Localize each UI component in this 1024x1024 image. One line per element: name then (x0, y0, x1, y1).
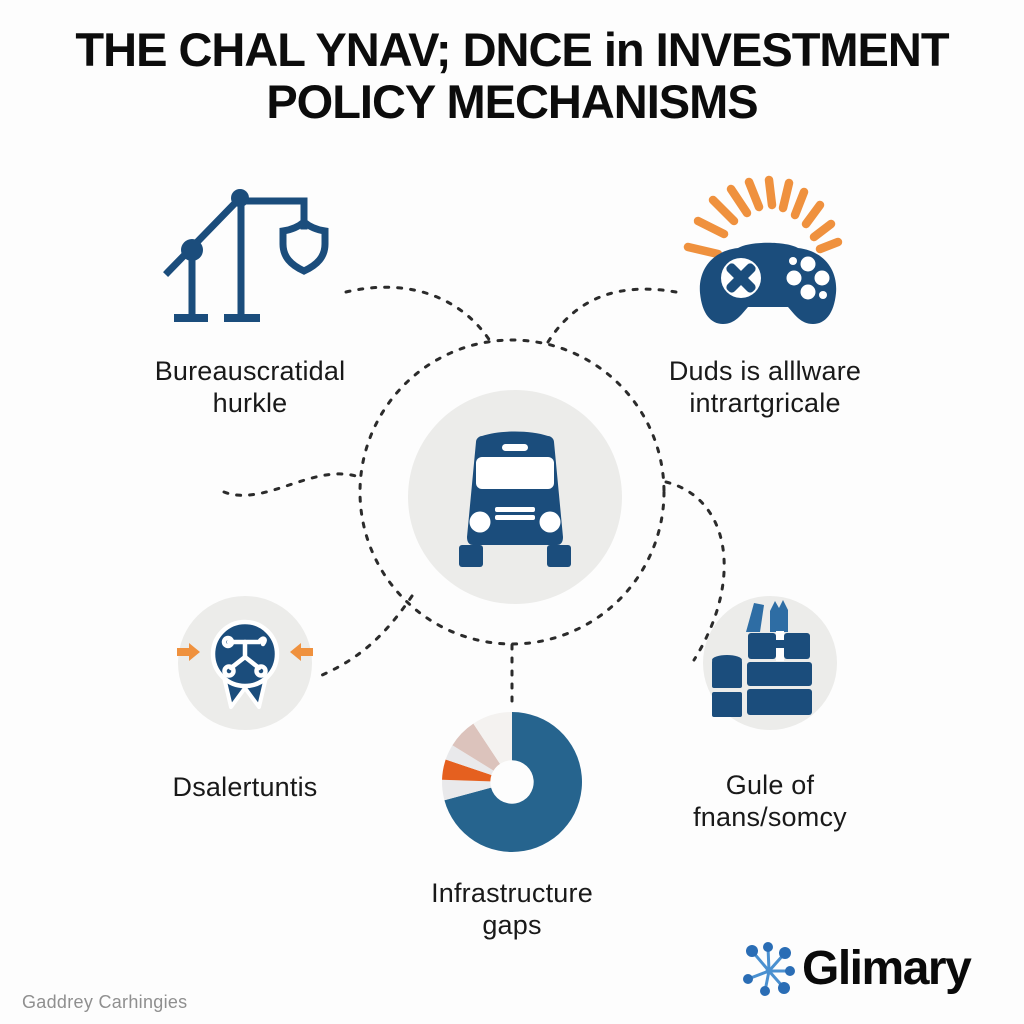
connector-top-left (344, 285, 494, 346)
pie-slice (444, 712, 582, 852)
label-alerts: Dsalertuntis (172, 772, 318, 802)
pie-chart (441, 712, 582, 852)
award-medal-arrows-icon (177, 596, 313, 730)
pie-slice (473, 712, 512, 764)
balance-scale-shield-icon (163, 189, 329, 322)
label-infrastructure-gaps: Infrastructure gaps (431, 878, 593, 940)
connector-top-right (546, 287, 678, 344)
connector-left (222, 472, 364, 497)
barrels-icon (703, 596, 837, 730)
label-software: Duds is alllware intrartgricale (668, 356, 862, 418)
watermark-credit: Gaddrey Carhingies (22, 992, 188, 1012)
connector-bottom-left (318, 594, 414, 678)
page-title: THE CHAL YNAV; DNCE in INVESTMENT POLICY… (75, 23, 949, 128)
pie-slice (445, 745, 494, 776)
brand-logo: Glimary (740, 934, 972, 1002)
game-controller-sunburst-icon (683, 175, 843, 324)
bus-front-icon (459, 431, 571, 567)
inward-arrows (177, 643, 313, 661)
pie-slice (441, 779, 492, 801)
abstract-figure-glyph (221, 635, 268, 678)
pie-slice (442, 759, 492, 782)
sunburst-rays (683, 175, 843, 259)
connector-right (664, 480, 726, 662)
pie-slice (452, 723, 501, 771)
logo-text: Glimary (802, 941, 972, 995)
label-funds: Gule of fnans/somcy (693, 770, 847, 832)
logo-network-icon (743, 942, 795, 996)
label-bureaucratic-hurdle: Bureauscratidal hurkle (154, 356, 346, 418)
